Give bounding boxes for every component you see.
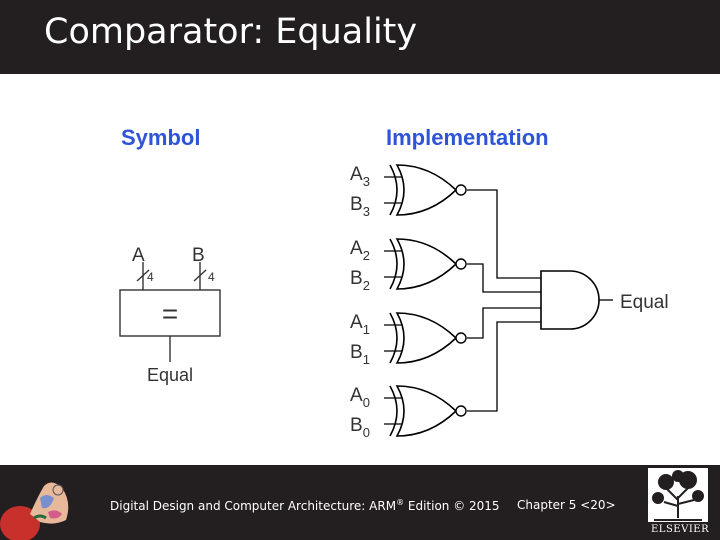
wire-bit1 [467,307,541,339]
input-label-b2: B2 [350,268,370,293]
comparator-diagram: Symbol Implementation A B 4 4 = Equal A3… [119,125,669,440]
book-title: Digital Design and Computer Architecture… [110,498,500,513]
input-label-a3-subscript: 3 [363,174,370,189]
xnor-gate-bit1 [384,312,467,364]
input-label-a1: A1 [350,312,370,337]
book-title-prefix: Digital Design and Computer Architecture… [110,499,397,513]
bus-width-a: 4 [147,270,154,284]
xor-input-curve [389,312,398,364]
inversion-bubble [455,405,467,417]
input-label-b2-subscript: 2 [363,278,370,293]
input-label-a3: A3 [350,164,370,189]
input-label-b3-base: B [350,194,363,215]
xnor-gate-body [395,385,458,437]
comparator-symbol [119,262,221,362]
input-label-b0-subscript: 0 [363,425,370,440]
xnor-gate-bit0 [384,385,467,437]
input-label-b1: B1 [350,342,370,367]
inversion-bubble [455,258,467,270]
xnor-gate-body [395,164,458,216]
symbol-output-label: Equal [147,365,193,385]
symbol-operator: = [162,298,178,329]
xnor-gate-bit2 [384,238,467,290]
input-label-a2-base: A [350,238,363,259]
mascot-logo-icon [0,482,69,540]
implementation-heading: Implementation [386,125,549,150]
input-label-b0-base: B [350,415,363,436]
wire-bit3 [467,189,541,279]
and-gate [540,270,600,330]
slide-title: Comparator: Equality [44,12,418,52]
implementation-output-label: Equal [620,292,669,313]
wire-bit2 [467,263,541,293]
title-bar: Comparator: Equality [0,0,720,74]
xor-input-curve [389,164,398,216]
symbol-input-b: B [192,245,205,266]
input-label-a2: A2 [350,238,370,263]
input-label-a0: A0 [350,385,370,410]
elsevier-tree-icon [648,468,708,522]
input-label-b3-subscript: 3 [363,204,370,219]
input-label-a1-subscript: 1 [363,322,370,337]
input-label-b3: B3 [350,194,370,219]
input-label-b0: B0 [350,415,370,440]
book-title-suffix: Edition © 2015 [404,499,500,513]
input-label-a0-base: A [350,385,363,406]
wire-bit0 [467,321,541,412]
inversion-bubble [455,184,467,196]
xnor-gate-body [395,238,458,290]
xor-input-curve [389,238,398,290]
bus-width-b: 4 [208,270,215,284]
input-label-a3-base: A [350,164,363,185]
symbol-heading: Symbol [121,125,200,150]
input-label-a1-base: A [350,312,363,333]
xnor-gate-bit3 [384,164,467,216]
inversion-bubble [455,332,467,344]
footer-bar: Digital Design and Computer Architecture… [0,465,720,540]
input-label-a2-subscript: 2 [363,248,370,263]
publisher-logo-text: ELSEVIER [651,524,710,535]
registered-mark: ® [396,498,405,507]
xor-input-curve [389,385,398,437]
gate-wiring [467,189,541,412]
input-label-b1-subscript: 1 [363,352,370,367]
chapter-label: Chapter 5 <20> [517,498,616,512]
symbol-input-a: A [132,245,145,266]
xnor-gate-body [395,312,458,364]
input-label-b2-base: B [350,268,363,289]
input-label-a0-subscript: 0 [363,395,370,410]
input-label-b1-base: B [350,342,363,363]
